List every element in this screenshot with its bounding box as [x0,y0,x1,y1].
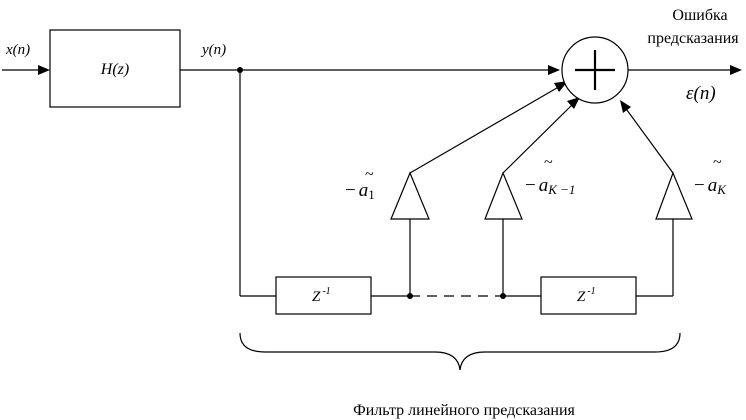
input-arrowhead [38,65,50,75]
delay-block-2 [540,276,637,315]
coef-3-tilde: ~ [713,154,722,171]
delay-1-label: Z-1 [312,286,331,305]
h-block-label: H(z) [100,61,129,78]
tap-2-to-adder [502,101,576,174]
coef-3-label: −aK [694,175,727,197]
delay-2-label: Z-1 [577,286,596,305]
input-label: x(n) [5,42,30,58]
tap-1-to-adder [409,84,563,174]
coef-1-tilde: ~ [365,166,374,183]
tap-3-arrowhead [620,100,631,113]
amplifier-1 [390,171,430,220]
output-arrowhead [730,65,742,75]
coef-2-tilde: ~ [544,154,553,171]
filter-brace [239,332,681,371]
coef-2-label: −aK −1 [525,175,575,197]
error-title-line-1: Ошибка [672,7,727,24]
h-block [49,29,181,108]
epsilon-label: ε(n) [686,83,716,104]
tap-3-to-adder [623,105,674,174]
error-title-line-2: предсказания [647,30,739,47]
amplifier-3 [655,171,693,220]
filter-caption: Фильтр линейного предсказания [353,402,575,419]
y-arrowhead [548,65,560,75]
coef-1-label: −a1 [345,180,375,202]
amplifier-2 [484,171,523,220]
y-label: y(n) [200,42,226,58]
tap-2-arrowhead [567,97,580,109]
